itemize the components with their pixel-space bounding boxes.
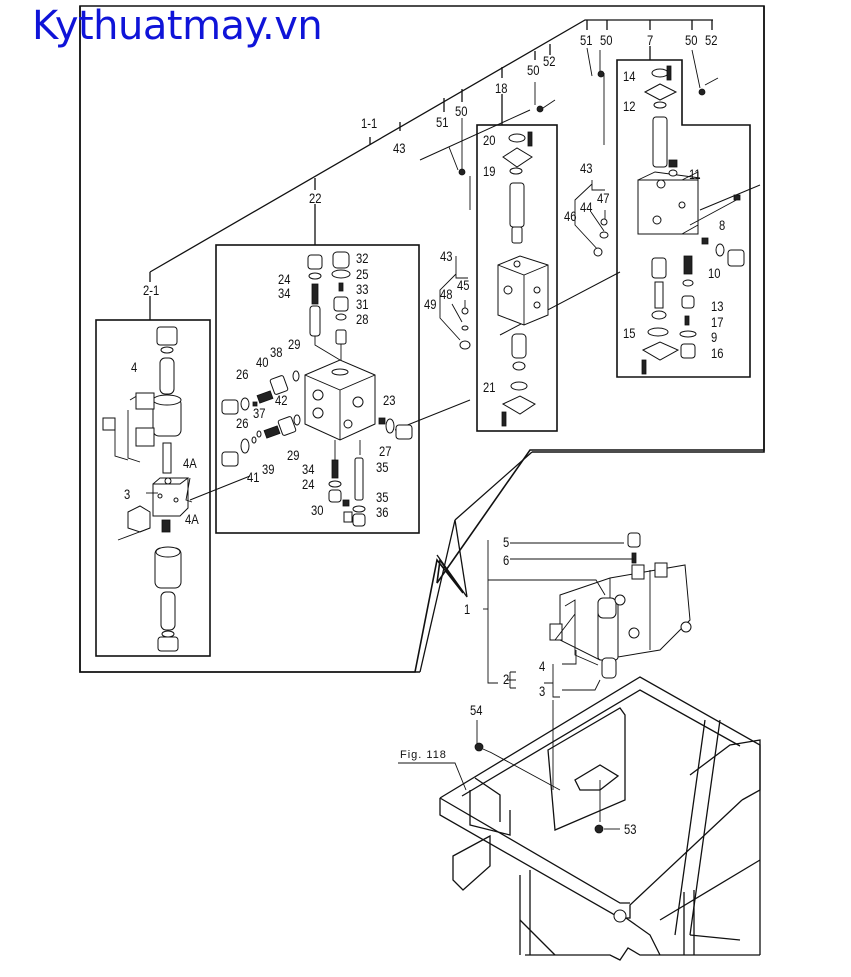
label-53: 53 xyxy=(624,821,637,837)
label-40: 40 xyxy=(256,354,269,370)
label-52: 52 xyxy=(705,32,718,48)
label-13: 13 xyxy=(711,298,724,314)
box-2-1 xyxy=(95,319,211,657)
label-35: 35 xyxy=(376,489,389,505)
label-17: 17 xyxy=(711,314,724,330)
label-26: 26 xyxy=(236,366,249,382)
label-19: 19 xyxy=(483,163,496,179)
label-46: 46 xyxy=(564,208,577,224)
label-34: 34 xyxy=(278,285,291,301)
figure-reference: Fig. 118 xyxy=(400,749,447,761)
label-6: 6 xyxy=(503,552,510,568)
label-26: 26 xyxy=(236,415,249,431)
label-50: 50 xyxy=(527,62,540,78)
box-22 xyxy=(215,244,420,534)
label-9: 9 xyxy=(711,329,718,345)
label-31: 31 xyxy=(356,296,369,312)
label-4a: 4A xyxy=(183,455,197,471)
label-51: 51 xyxy=(580,32,593,48)
label-23: 23 xyxy=(383,392,396,408)
valve-7-parts xyxy=(637,65,745,375)
label-24: 24 xyxy=(302,476,315,492)
label-47: 47 xyxy=(597,190,610,206)
label-15: 15 xyxy=(623,325,636,341)
label-2: 2 xyxy=(503,671,510,687)
label-43: 43 xyxy=(440,248,453,264)
label-21: 21 xyxy=(483,379,496,395)
label-12: 12 xyxy=(623,98,636,114)
label-34: 34 xyxy=(302,461,315,477)
watermark-logo: Kythuatmay.vn xyxy=(32,3,323,49)
label-4a: 4A xyxy=(185,511,199,527)
label-28: 28 xyxy=(356,311,369,327)
label-2-1: 2-1 xyxy=(143,282,160,298)
label-36: 36 xyxy=(376,504,389,520)
label-49: 49 xyxy=(424,296,437,312)
label-22: 22 xyxy=(309,190,322,206)
label-32: 32 xyxy=(356,250,369,266)
valve-block-22-parts xyxy=(221,251,413,527)
outer-frame-left xyxy=(79,6,420,673)
label-7: 7 xyxy=(647,32,654,48)
label-45: 45 xyxy=(457,277,470,293)
box-7 xyxy=(616,59,751,378)
label-29: 29 xyxy=(288,336,301,352)
label-50: 50 xyxy=(600,32,613,48)
label-50: 50 xyxy=(455,103,468,119)
label-20: 20 xyxy=(483,132,496,148)
label-51: 51 xyxy=(436,114,449,130)
label-10: 10 xyxy=(708,265,721,281)
label-43: 43 xyxy=(393,140,406,156)
label-25: 25 xyxy=(356,266,369,282)
label-54: 54 xyxy=(470,702,483,718)
label-18: 18 xyxy=(495,80,508,96)
label-3: 3 xyxy=(539,683,546,699)
solenoid-valve-2-1-parts xyxy=(102,326,189,652)
label-52: 52 xyxy=(543,53,556,69)
label-14: 14 xyxy=(623,68,636,84)
box-18 xyxy=(476,124,558,432)
label-29: 29 xyxy=(287,447,300,463)
label-33: 33 xyxy=(356,281,369,297)
label-38: 38 xyxy=(270,344,283,360)
valve-18-parts xyxy=(497,131,549,427)
label-4: 4 xyxy=(131,359,138,375)
label-8: 8 xyxy=(719,217,726,233)
label-3: 3 xyxy=(124,486,131,502)
label-48: 48 xyxy=(440,286,453,302)
leader-diagonal xyxy=(149,19,713,273)
label-5: 5 xyxy=(503,534,510,550)
label-42: 42 xyxy=(275,392,288,408)
label-1-1: 1-1 xyxy=(361,115,378,131)
label-30: 30 xyxy=(311,502,324,518)
label-4: 4 xyxy=(539,658,546,674)
label-39: 39 xyxy=(262,461,275,477)
frame-structure xyxy=(439,676,761,961)
label-16: 16 xyxy=(711,345,724,361)
label-43: 43 xyxy=(580,160,593,176)
label-41: 41 xyxy=(247,469,260,485)
label-11: 11 xyxy=(689,166,701,182)
label-37: 37 xyxy=(253,405,266,421)
label-1: 1 xyxy=(464,601,471,617)
main-valve-assembly xyxy=(549,532,692,679)
label-44: 44 xyxy=(580,199,593,215)
label-27: 27 xyxy=(379,443,392,459)
label-50: 50 xyxy=(685,32,698,48)
label-24: 24 xyxy=(278,271,291,287)
label-35: 35 xyxy=(376,459,389,475)
